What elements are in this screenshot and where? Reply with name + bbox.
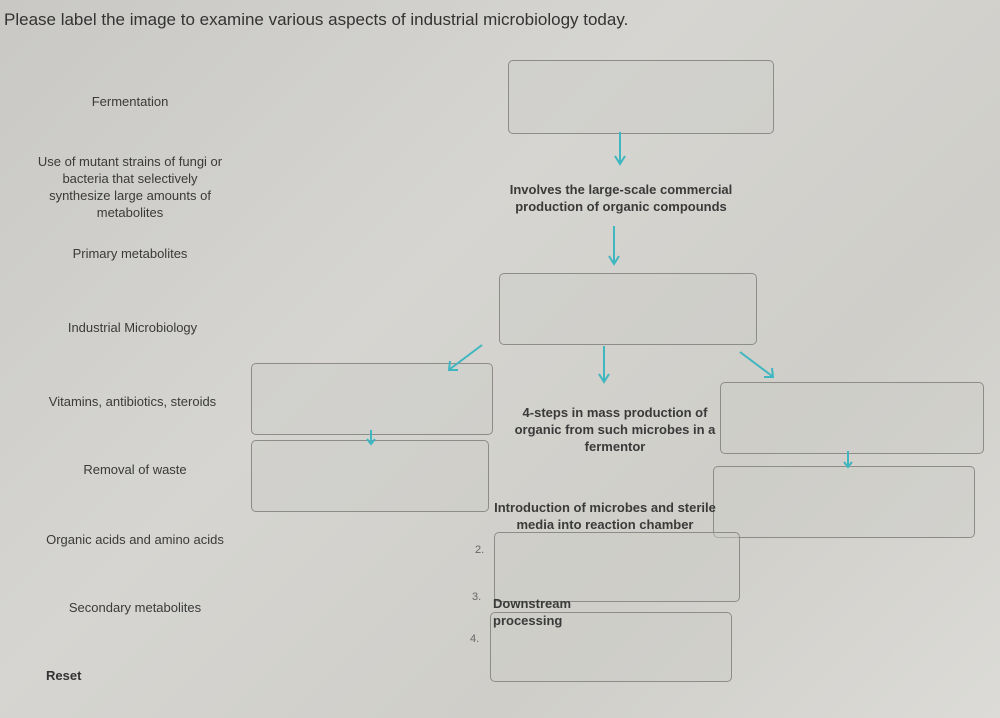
label-mutant-strains[interactable]: Use of mutant strains of fungi or bacter…: [37, 154, 223, 220]
arrow-down-icon: [608, 226, 620, 266]
instruction-title: Please label the image to examine variou…: [4, 10, 629, 29]
arrow-down-icon: [843, 451, 853, 469]
dropzone-left-1[interactable]: [251, 363, 493, 435]
arrow-down-left-icon: [447, 344, 483, 371]
node-step-1-introduction: Introduction of microbes and sterile med…: [494, 500, 716, 532]
label-organic-acids-amino-acids[interactable]: Organic acids and amino acids: [46, 532, 224, 547]
label-secondary-metabolites[interactable]: Secondary metabolites: [68, 600, 202, 615]
dropzone-step-4[interactable]: [490, 612, 732, 682]
reset-button[interactable]: Reset: [46, 668, 82, 683]
label-fermentation[interactable]: Fermentation: [91, 94, 169, 109]
arrow-down-icon: [614, 132, 626, 166]
dropzone-right-1[interactable]: [720, 382, 984, 454]
node-four-steps: 4-steps in mass production of organic fr…: [514, 405, 716, 454]
label-industrial-microbiology[interactable]: Industrial Microbiology: [67, 320, 198, 335]
step-number-2: 2.: [475, 544, 485, 556]
node-large-scale-production: Involves the large-scale commercial prod…: [509, 182, 733, 214]
arrow-down-right-icon: [739, 351, 775, 378]
arrow-down-icon: [598, 346, 610, 384]
dropzone-right-2[interactable]: [713, 466, 975, 538]
label-removal-of-waste[interactable]: Removal of waste: [83, 462, 187, 477]
label-primary-metabolites[interactable]: Primary metabolites: [72, 246, 188, 261]
dropzone-top[interactable]: [508, 60, 774, 134]
step-number-4: 4.: [470, 633, 480, 645]
dropzone-middle[interactable]: [499, 273, 757, 345]
node-step-3-downstream: Downstream processing: [493, 596, 572, 628]
arrow-down-icon: [366, 430, 376, 446]
step-number-3: 3.: [472, 591, 482, 603]
label-vitamins-antibiotics-steroids[interactable]: Vitamins, antibiotics, steroids: [48, 394, 217, 409]
dropzone-left-2[interactable]: [251, 440, 489, 512]
dropzone-step-2[interactable]: [494, 532, 740, 602]
